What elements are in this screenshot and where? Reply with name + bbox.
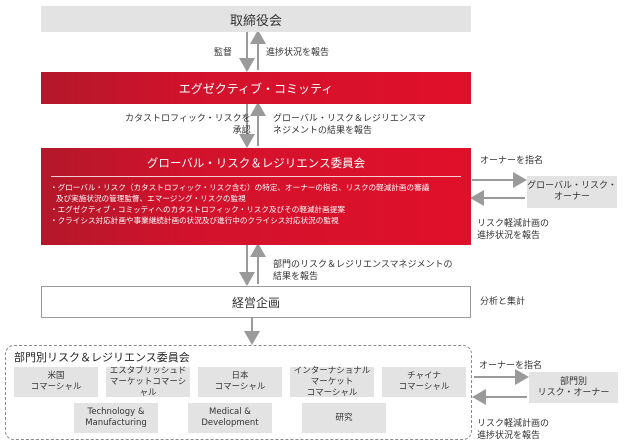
dept-risk-owner-label: 部門別 リスク・オーナー [537,376,610,398]
mitigation-progress-label: リスク軽減計画の 進捗状況を報告 [477,219,550,241]
executive-committee-box: エグゼクティブ・コミッティ [41,72,471,104]
grr-committee-box: グローバル・リスク＆レジリエンス委員会 ・グローバル・リスク（カタストロフィック… [41,148,471,245]
executive-committee-label: エグゼクティブ・コミッティ [178,81,334,96]
unit-china-commercial: チャイナ コマーシャル [382,367,466,397]
grr-divider [51,176,461,177]
appoint-owner-label: オーナーを指名 [480,156,544,166]
approve-catastrophic-label: カタストロフィック・リスクを 承認 [125,114,251,136]
board-box: 取締役会 [41,6,471,32]
grr-bullet: 及び実施状況の管理監督、エマージング・リスクの監視 [56,194,246,203]
management-planning-box: 経営企画 [41,286,471,318]
analysis-aggregation-label: 分析と集計 [480,297,526,307]
dept-committee-box: 部門別リスク＆レジリエンス委員会 [5,345,472,440]
dept-risk-owner-box: 部門別 リスク・オーナー [529,372,618,403]
grr-bullet: ・クライシス対応計画や事業継続計画の状況及び進行中のクライシス対応状況の監視 [50,216,339,225]
unit-established-markets: エスタブリッシュド マーケットコマーシャル [106,366,190,398]
report-dept-results-label: 部門のリスク＆レジリエンスマネジメントの 結果を報告 [273,260,453,282]
global-risk-owner-label: グローバル・リスク・ オーナー [527,181,617,202]
appoint-owner-label-2: オーナーを指名 [479,361,543,371]
grr-bullet: ・エグゼクティブ・コミッティへのカタストロフィック・リスク及びその軽減計画提案 [50,205,345,214]
board-label: 取締役会 [229,13,282,29]
unit-medical-development: Medical & Development [188,403,272,433]
grr-bullet: ・グローバル・リスク（カタストロフィック・リスク含む）の特定、オーナーの指名、リ… [50,183,430,192]
dept-committee-title: 部門別リスク＆レジリエンス委員会 [14,351,190,364]
report-grr-results-label: グローバル・リスク＆レジリエンスマ ネジメントの結果を報告 [273,114,426,136]
unit-international-markets: インターナショナル マーケット コマーシャル [290,366,374,398]
grr-committee-title: グローバル・リスク＆レジリエンス委員会 [146,156,366,170]
progress-report-label: 進捗状況を報告 [266,48,330,58]
unit-japan-commercial: 日本 コマーシャル [198,367,282,397]
global-risk-owner-box: グローバル・リスク・ オーナー [527,176,617,208]
unit-us-commercial: 米国 コマーシャル [14,367,98,397]
management-planning-label: 経営企画 [231,295,280,310]
unit-research: 研究 [302,403,386,433]
supervise-label: 監督 [214,48,233,58]
mitigation-progress-label-2: リスク軽減計画の 進捗状況を報告 [477,419,550,441]
unit-technology-manufacturing: Technology & Manufacturing [74,403,158,433]
